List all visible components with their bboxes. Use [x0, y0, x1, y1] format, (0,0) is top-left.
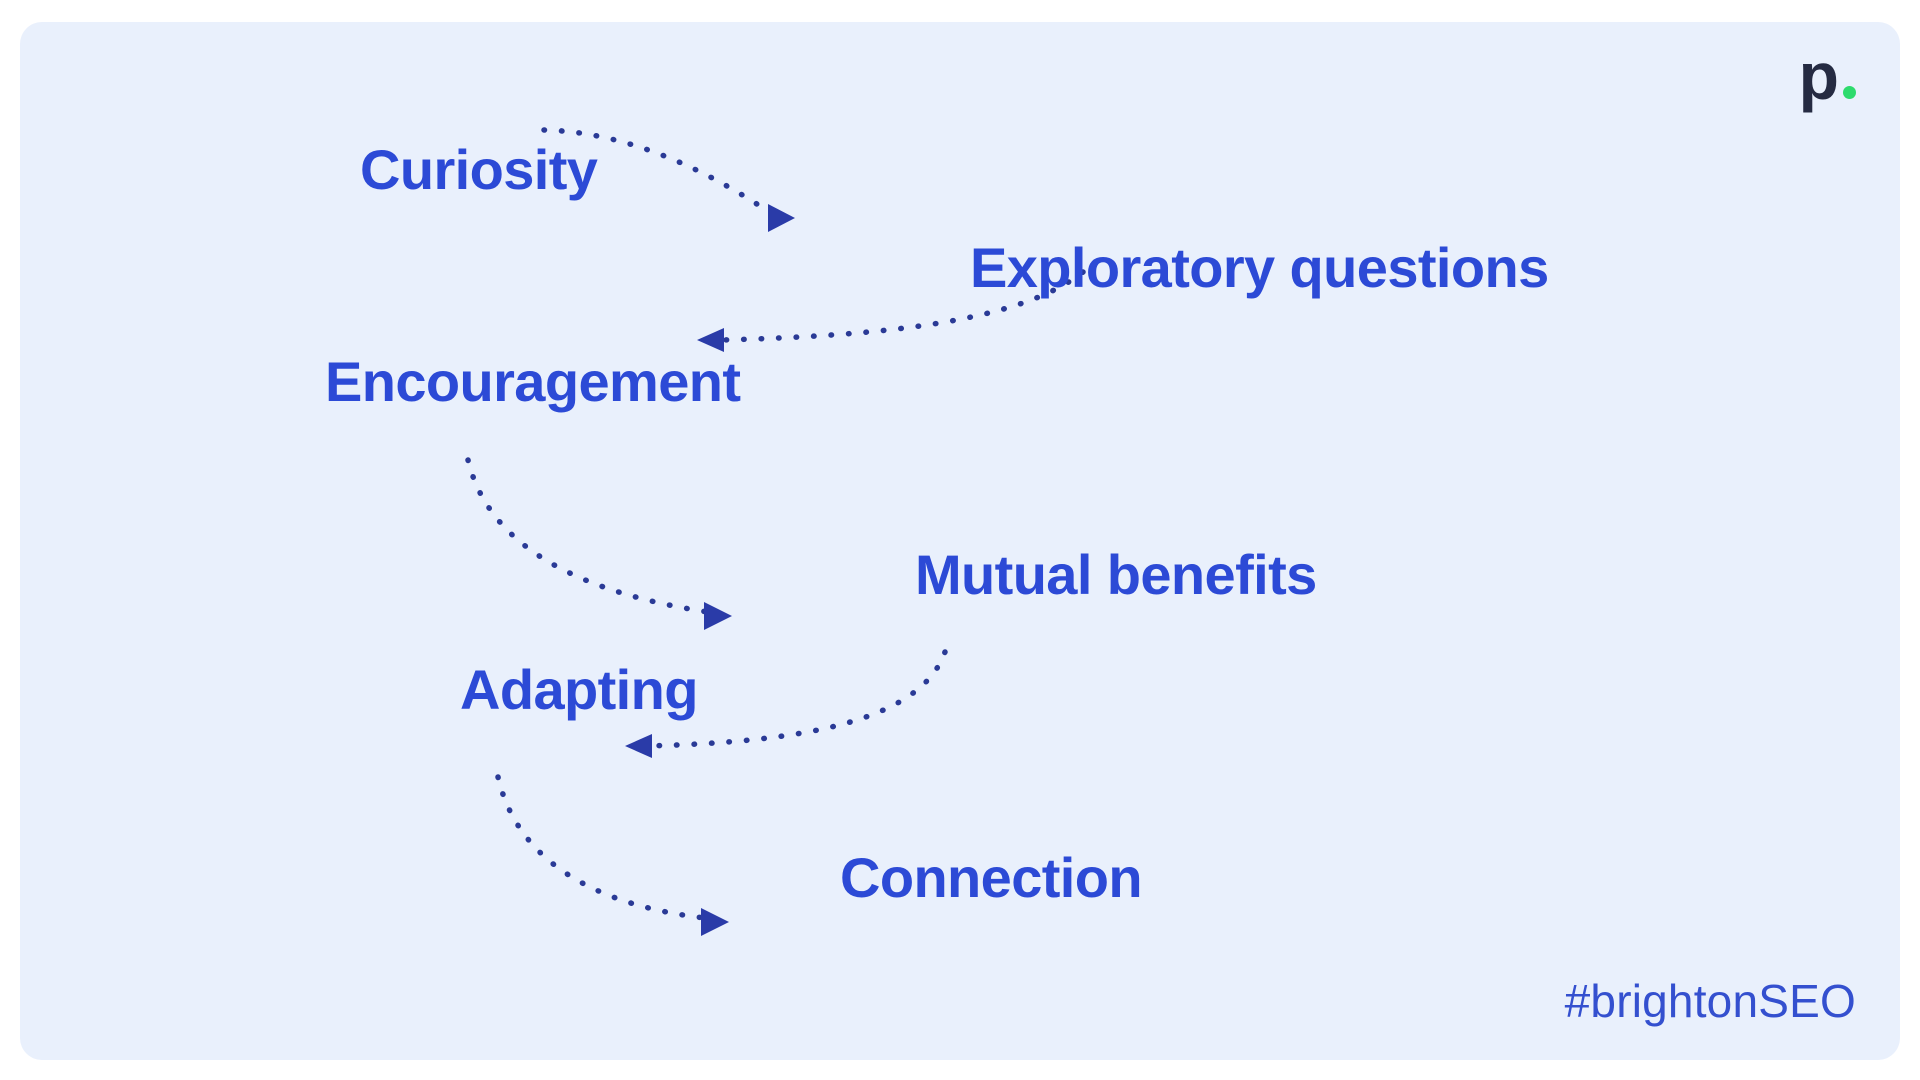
event-hashtag: #brightonSEO — [1564, 975, 1856, 1027]
flow-term-curiosity: Curiosity — [360, 138, 598, 201]
green-dot-icon — [1843, 85, 1856, 99]
brand-logo: p — [1798, 39, 1856, 113]
connector-encouragement-to-mutual-benefits — [465, 457, 732, 630]
flow-term-connection: Connection — [840, 846, 1143, 909]
flow-term-mutual-benefits: Mutual benefits — [915, 543, 1317, 606]
connector-adapting-to-connection — [495, 774, 729, 936]
flow-term-adapting: Adapting — [460, 658, 698, 721]
slide-card: p — [20, 22, 1900, 1060]
brand-logo-letter: p — [1798, 39, 1839, 113]
flow-term-exploratory-questions: Exploratory questions — [970, 236, 1549, 299]
flow-term-encouragement: Encouragement — [325, 350, 741, 413]
